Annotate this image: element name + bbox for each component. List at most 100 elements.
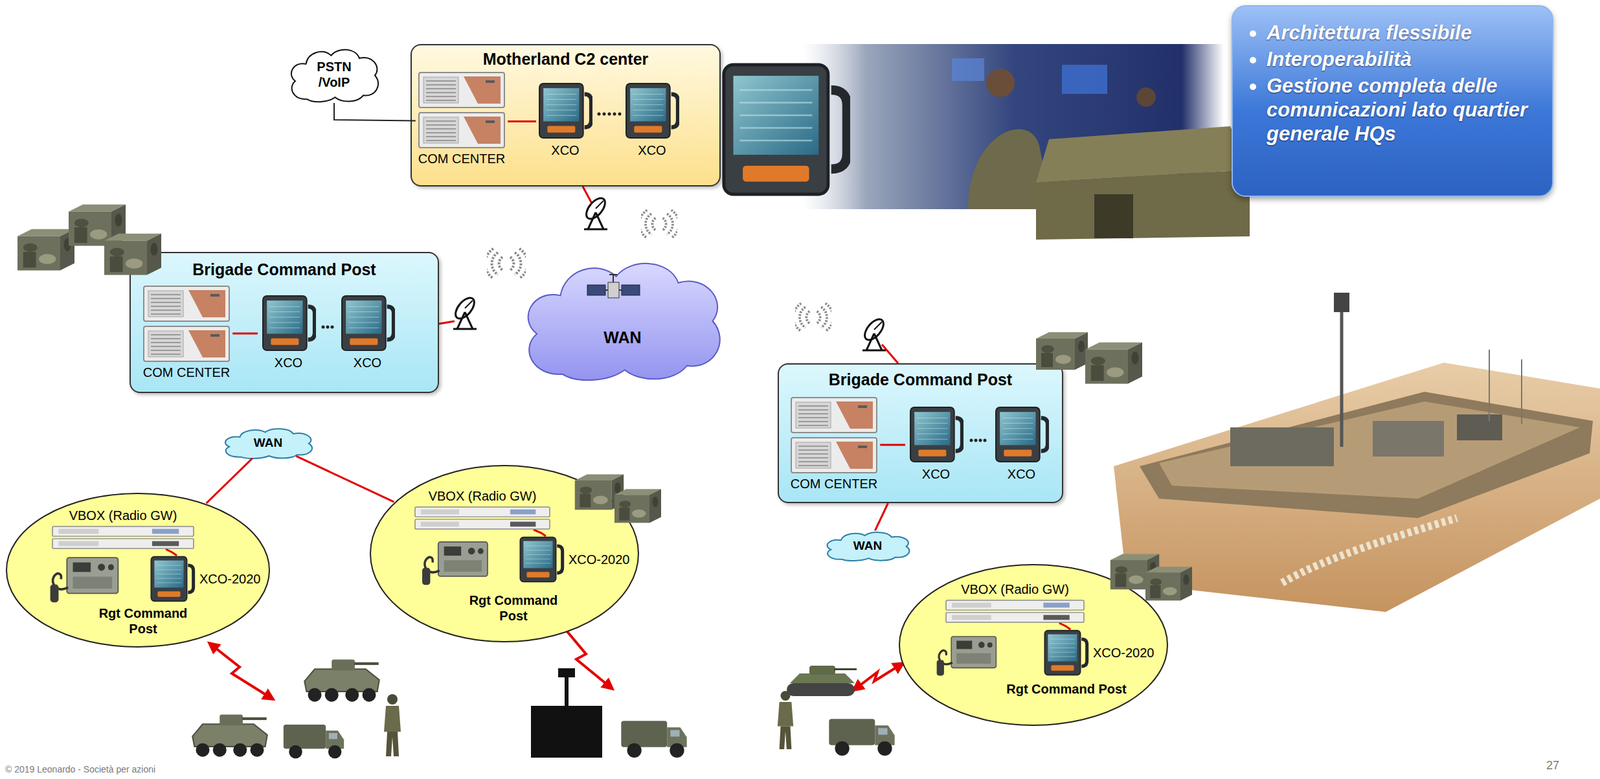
equipment-label: XCO	[637, 141, 666, 159]
box-title: Brigade Command Post	[129, 251, 440, 280]
terminal-icon-graphic	[262, 295, 315, 351]
xco-terminal: XCO	[990, 404, 1053, 486]
terminal-icon	[261, 293, 316, 353]
command-post-box: Brigade Command PostCOM CENTER XCO XCO	[777, 363, 1064, 504]
equipment-label: VBOX (Radio GW)	[428, 486, 537, 506]
bullet-item: Architettura flessibile	[1249, 20, 1540, 45]
cloud-label: PSTN /VoIP	[308, 58, 361, 91]
terminal-icon-graphic	[995, 407, 1048, 462]
com-center-rack: COM CENTER	[788, 396, 880, 494]
equipment-label: COM CENTER	[790, 475, 878, 493]
equipment-label: XCO-2020	[1092, 644, 1155, 662]
xco-terminal: XCO	[905, 404, 967, 486]
cloud-path	[826, 532, 910, 561]
network-cloud: WAN	[515, 255, 730, 383]
cloud-path	[225, 428, 313, 459]
cloud-outline	[285, 45, 383, 103]
box-title: Brigade Command Post	[777, 363, 1064, 390]
feature-callout: Architettura flessibileInteroperabilitàG…	[1231, 5, 1554, 197]
equipment-label: XCO-2020	[199, 570, 261, 588]
post-label: Rgt Command Post	[988, 681, 1145, 697]
box-title: Motherland C2 center	[410, 44, 721, 69]
label-holder: 27	[1546, 758, 1560, 774]
xco-terminal: XCO	[536, 80, 595, 162]
terminal-icon	[909, 404, 964, 465]
cloud-outline	[515, 255, 730, 383]
connector	[232, 332, 258, 335]
equipment-label: VBOX (Radio GW)	[69, 506, 178, 525]
equipment-label: COM CENTER	[143, 363, 230, 381]
network-cloud: PSTN /VoIP	[285, 45, 383, 103]
xco-terminal: XCO-2020	[518, 536, 638, 583]
terminal-icon-graphic	[910, 407, 963, 462]
command-post-box: Motherland C2 centerCOM CENTER XCO XCO	[410, 44, 721, 187]
rack-icon-graphic	[418, 72, 505, 148]
text-holder: Rgt Command Post	[988, 681, 1145, 697]
terminal-icon	[340, 293, 395, 353]
bullet-text: Interoperabilità	[1266, 47, 1540, 72]
terminal-icon-graphic	[341, 295, 394, 351]
terminal-icon-graphic	[626, 83, 678, 138]
bullet-dot	[1249, 30, 1257, 37]
gateway-icon	[51, 525, 195, 550]
regiment-post-ellipse: Rgt Command Post VBOX (Radio GW) XCO-2020	[898, 563, 1169, 727]
terminal-icon	[1042, 629, 1090, 677]
radio-gateway: VBOX (Radio GW)	[945, 580, 1085, 623]
com-center-rack: COM CENTER	[415, 71, 508, 172]
xco-terminal: XCO	[257, 293, 320, 375]
rack-icon-graphic	[791, 397, 877, 473]
bullet-text: Gestione completa delle comunicazioni la…	[1266, 73, 1540, 146]
bullet-item: Interoperabilità	[1249, 47, 1540, 72]
bullet-dot	[1249, 56, 1257, 64]
equipment-label: XCO	[922, 465, 950, 483]
gateway-icon-graphic	[946, 600, 1084, 623]
bullet-item: Gestione completa delle comunicazioni la…	[1249, 73, 1540, 146]
network-cloud: WAN	[821, 530, 914, 562]
equipment-label: COM CENTER	[418, 150, 506, 168]
label-holder: © 2019 Leonardo - Società per azioni	[5, 764, 156, 776]
gateway-icon	[414, 506, 551, 530]
terminal-icon	[148, 555, 196, 603]
bullet-text: Architettura flessibile	[1266, 20, 1540, 45]
rack-icon	[418, 71, 506, 149]
radio-gateway: VBOX (Radio GW)	[414, 486, 551, 530]
regiment-post-ellipse: Rgt Command Post VBOX (Radio GW) XCO-2020	[5, 492, 271, 649]
radio-gateway: VBOX (Radio GW)	[51, 506, 195, 550]
connector	[296, 455, 395, 502]
post-label: Rgt Command Post	[88, 605, 199, 637]
xco-terminal: XCO-2020	[148, 555, 271, 603]
terminal-icon-graphic	[519, 537, 563, 583]
network-cloud: WAN	[219, 426, 317, 460]
xco-terminal: XCO	[622, 80, 682, 162]
rack-icon	[790, 396, 878, 474]
equipment-label: XCO	[353, 354, 382, 372]
terminal-icon	[518, 536, 565, 583]
bullet-list: Architettura flessibileInteroperabilitàG…	[1231, 5, 1554, 162]
gateway-icon	[945, 599, 1085, 623]
regiment-post-ellipse: Rgt Command Post VBOX (Radio GW) XCO-2020	[369, 464, 640, 643]
text-holder: Rgt Command Post	[458, 592, 569, 624]
terminal-icon	[994, 404, 1049, 465]
equipment-label: XCO-2020	[568, 551, 631, 568]
gateway-icon-graphic	[415, 507, 550, 530]
connector	[334, 102, 416, 122]
equipment-label: XCO	[551, 141, 579, 159]
command-post-box: Brigade Command PostCOM CENTER XCO XCO	[129, 251, 440, 394]
text-holder: Rgt Command Post	[88, 605, 199, 637]
footer-note: © 2019 Leonardo - Società per azioni	[5, 764, 156, 776]
terminal-icon	[538, 80, 593, 141]
cloud-path	[528, 263, 721, 381]
cloud-label: WAN	[853, 538, 882, 554]
xco-terminal: XCO	[336, 293, 399, 375]
terminal-icon-graphic	[539, 83, 592, 138]
xco-terminal: XCO-2020	[1042, 629, 1166, 677]
gateway-icon-graphic	[52, 526, 194, 549]
post-label: Rgt Command Post	[458, 592, 569, 624]
page-number: 27	[1546, 758, 1560, 774]
ellipse-shape	[899, 564, 1168, 726]
terminal-icon-graphic	[150, 556, 193, 602]
equipment-label: XCO	[274, 354, 303, 372]
connector	[874, 503, 888, 531]
connector	[507, 120, 537, 123]
